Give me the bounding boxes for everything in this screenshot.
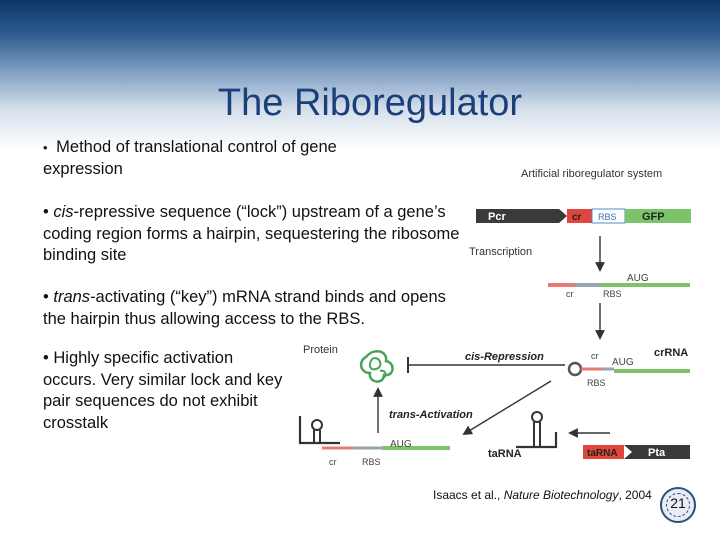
tarna: taRNA xyxy=(488,412,556,460)
trans-activation-label: trans-Activation xyxy=(389,409,473,421)
linear-mrna: AUG cr RBS xyxy=(548,273,690,299)
construct-gfp-label: GFP xyxy=(642,211,665,223)
aug-label-2: AUG xyxy=(612,357,634,368)
construct-cr-label: cr xyxy=(572,212,582,223)
cr-label-3: cr xyxy=(329,457,337,467)
aug-label-3: AUG xyxy=(390,439,412,450)
construct: Pcr cr RBS GFP xyxy=(476,209,691,223)
tarna-box-label: taRNA xyxy=(587,448,618,459)
crrna-label: crRNA xyxy=(654,347,688,359)
cr-label-1: cr xyxy=(566,289,574,299)
transcription-label: Transcription xyxy=(469,246,532,258)
cis-repression-label: cis-Repression xyxy=(465,351,544,363)
protein-blob xyxy=(361,351,393,381)
construct-rbs-label: RBS xyxy=(598,212,617,222)
page-number: 21 xyxy=(662,495,694,511)
citation: Isaacs et al., Nature Biotechnology, 200… xyxy=(433,488,652,502)
citation-journal: Nature Biotechnology xyxy=(504,488,619,502)
aug-label-1: AUG xyxy=(627,273,649,284)
protein-label: Protein xyxy=(303,344,338,356)
citation-authors: Isaacs et al., xyxy=(433,488,504,502)
citation-year: , 2004 xyxy=(618,488,651,502)
rbs-label-1: RBS xyxy=(603,289,622,299)
tarna-label: taRNA xyxy=(488,448,522,460)
figure-header: Artificial riboregulator system xyxy=(521,168,662,180)
crrna-hairpin: cr AUG RBS crRNA xyxy=(569,347,690,388)
rna-complex: AUG cr RBS xyxy=(300,416,450,467)
arrow-binding xyxy=(464,381,551,434)
pta-label: Pta xyxy=(648,447,666,459)
rbs-label-2: RBS xyxy=(587,378,606,388)
rbs-label-3: RBS xyxy=(362,457,381,467)
promoter-label: Pcr xyxy=(488,211,506,223)
cr-label-2: cr xyxy=(591,351,599,361)
pta-construct: taRNA Pta xyxy=(583,445,690,459)
